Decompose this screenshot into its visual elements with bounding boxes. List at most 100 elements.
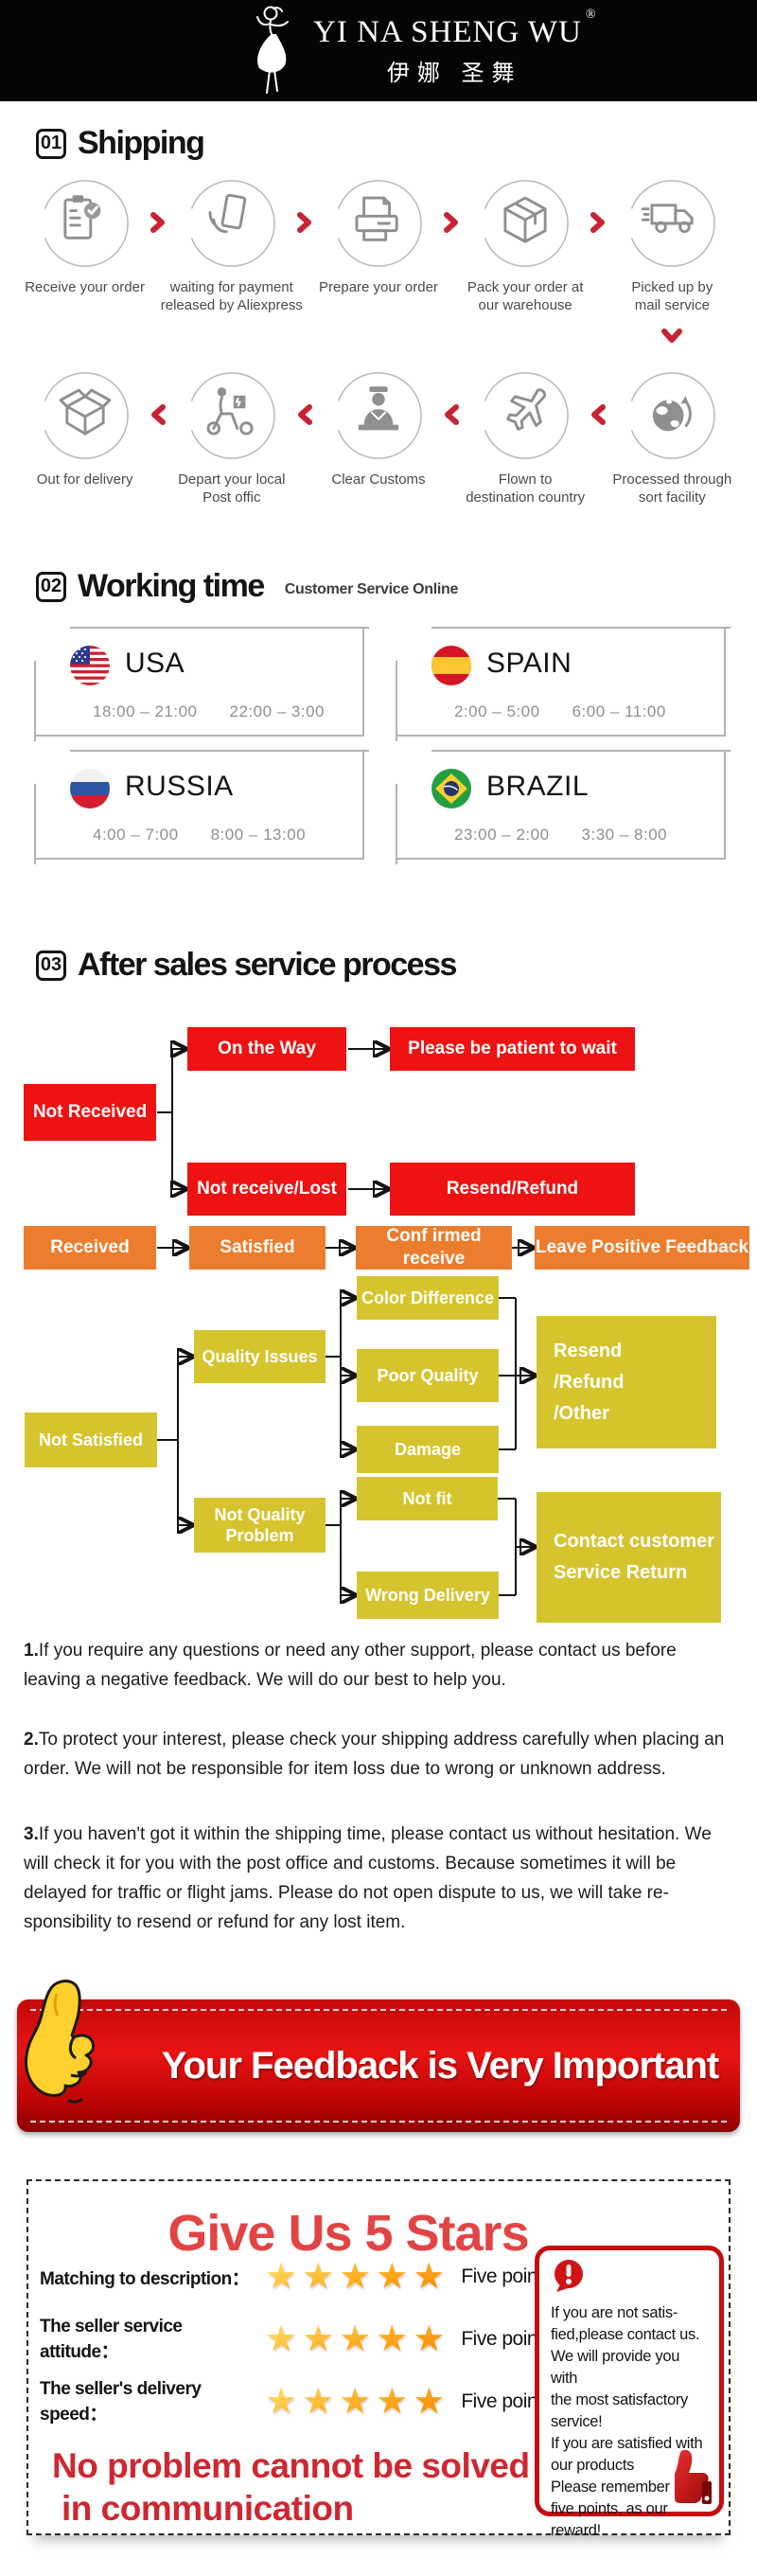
rating-label: The seller service attitude： bbox=[40, 2316, 183, 2362]
arrow-right-icon bbox=[444, 212, 458, 233]
open-box-icon bbox=[44, 372, 129, 459]
country-name: USA bbox=[125, 648, 185, 679]
order-clipboard-icon bbox=[44, 180, 129, 267]
rating-row-description: Matching to description： ★★★★★ Five poin… bbox=[40, 2256, 553, 2298]
shipping-step: Out for delivery bbox=[11, 370, 158, 506]
section-number-badge: 02 bbox=[36, 571, 66, 602]
flow-box-contact-customer: Contact customer Service Return bbox=[537, 1492, 721, 1623]
shipping-steps-row-1: Receive your order waiting for payment r… bbox=[11, 178, 746, 314]
closing-line-1: No problem cannot be solved bbox=[52, 2446, 530, 2485]
arrow-right-icon bbox=[150, 212, 165, 233]
step-label: Flown to destination country bbox=[466, 471, 586, 506]
section-after-sales-header: 03 After sales service process bbox=[36, 947, 457, 984]
flow-box-color-difference: Color Difference bbox=[357, 1276, 499, 1320]
flow-box-on-the-way: On the Way bbox=[187, 1027, 346, 1071]
step-label: Depart your local Post offic bbox=[178, 471, 286, 506]
shipping-step: Flown to destination country bbox=[452, 370, 599, 506]
service-hours: 8:00 – 13:00 bbox=[210, 826, 307, 844]
service-hours: 23:00 – 2:00 bbox=[454, 826, 550, 844]
usa-flag bbox=[70, 646, 110, 685]
step-label: Processed through sort facility bbox=[612, 471, 732, 506]
note-number: 3. bbox=[24, 1824, 39, 1844]
rating-points: Five points bbox=[461, 2328, 553, 2350]
brand-header: YI NA SHENG WU® 伊娜 圣舞 bbox=[0, 0, 757, 101]
step-label: waiting for payment released by Aliexpre… bbox=[160, 279, 303, 313]
five-stars-icon: ★★★★★ bbox=[265, 2382, 450, 2422]
flow-box-please-wait: Please be patient to wait bbox=[390, 1027, 635, 1071]
rating-points: Five points bbox=[461, 2390, 553, 2412]
arrow-left-icon bbox=[151, 404, 166, 425]
section-subtitle: Customer Service Online bbox=[284, 580, 459, 597]
section-number-badge: 01 bbox=[36, 128, 66, 159]
satisfaction-note-box: If you are not satis- fied,please contac… bbox=[535, 2246, 724, 2539]
russia-flag bbox=[70, 769, 110, 808]
service-hours: 3:30 – 8:00 bbox=[581, 826, 668, 844]
five-stars-icon: ★★★★★ bbox=[265, 2319, 450, 2359]
shipping-step: waiting for payment released by Aliexpre… bbox=[158, 178, 305, 314]
flow-box-resend-refund-other: Resend /Refund /Other bbox=[537, 1316, 716, 1448]
shipping-step: Prepare your order bbox=[305, 178, 451, 314]
shipping-step: Processed through sort facility bbox=[599, 370, 746, 506]
note-paragraph-3: 3.If you haven't got it within the shipp… bbox=[24, 1820, 735, 1937]
note-paragraph-1: 1.If you require any questions or need a… bbox=[24, 1636, 735, 1695]
flow-box-received: Received bbox=[24, 1226, 156, 1270]
shipping-step: Depart your local Post offic bbox=[158, 370, 305, 506]
flow-box-leave-feedback: Leave Positive Feedback bbox=[535, 1226, 749, 1270]
section-number-badge: 03 bbox=[36, 950, 66, 981]
customs-officer-icon bbox=[337, 372, 422, 459]
working-time-card-usa: USA 18:00 – 21:00 22:00 – 3:00 bbox=[34, 627, 369, 741]
banner-text: Your Feedback is Very Important bbox=[161, 2044, 719, 2087]
five-stars-icon: ★★★★★ bbox=[265, 2257, 450, 2297]
country-name: SPAIN bbox=[486, 648, 572, 679]
step-label: Out for delivery bbox=[36, 471, 133, 488]
globe-icon bbox=[631, 372, 716, 459]
printer-icon bbox=[337, 180, 422, 267]
rating-points: Five points bbox=[461, 2265, 553, 2287]
brand-name: YI NA SHENG WU® bbox=[313, 8, 595, 50]
shipping-step: Clear Customs bbox=[305, 370, 451, 506]
service-hours: 22:00 – 3:00 bbox=[229, 702, 326, 720]
arrow-right-icon bbox=[297, 212, 311, 233]
note-text: If you haven't got it within the shippin… bbox=[24, 1824, 712, 1932]
arrow-left-icon bbox=[445, 404, 459, 425]
service-hours: 4:00 – 7:00 bbox=[93, 826, 179, 844]
feedback-banner: Your Feedback is Very Important bbox=[17, 1999, 740, 2132]
working-time-card-russia: RUSSIA 4:00 – 7:00 8:00 – 13:00 bbox=[34, 750, 369, 864]
courier-scooter-icon bbox=[190, 372, 275, 459]
rating-row-delivery: The seller's delivery speed： ★★★★★ Five … bbox=[40, 2378, 553, 2425]
country-name: RUSSIA bbox=[125, 771, 234, 802]
step-label: Picked up by mail service bbox=[631, 279, 713, 313]
step-label: Clear Customs bbox=[331, 471, 426, 488]
spain-flag bbox=[431, 646, 471, 685]
flow-box-not-quality-problem: Not Quality Problem bbox=[194, 1498, 326, 1553]
arrow-left-icon bbox=[298, 404, 312, 425]
flow-box-not-fit: Not fit bbox=[357, 1477, 498, 1520]
arrow-left-icon bbox=[591, 404, 606, 425]
note-paragraph-2: 2.To protect your interest, please check… bbox=[24, 1725, 735, 1784]
exclamation-bubble-icon bbox=[555, 2260, 583, 2292]
note-number: 2. bbox=[24, 1730, 39, 1750]
package-box-icon bbox=[484, 180, 570, 267]
service-hours: 18:00 – 21:00 bbox=[93, 702, 198, 720]
flow-box-resend-refund: Resend/Refund bbox=[390, 1163, 635, 1216]
step-label: Receive your order bbox=[25, 279, 145, 295]
flow-box-wrong-delivery: Wrong Delivery bbox=[357, 1572, 499, 1619]
section-title: Shipping bbox=[78, 125, 205, 161]
shipping-step: Picked up by mail service bbox=[599, 178, 746, 314]
service-hours: 6:00 – 11:00 bbox=[572, 702, 666, 720]
flowchart-connectors bbox=[157, 1019, 757, 1685]
shipping-steps-row-2: Out for delivery Depart your local Post … bbox=[11, 370, 746, 506]
brand-name-text: YI NA SHENG WU bbox=[313, 15, 582, 49]
flow-box-not-received: Not Received bbox=[24, 1084, 156, 1141]
section-shipping-header: 01 Shipping bbox=[36, 125, 205, 162]
rating-label: The seller's delivery speed： bbox=[40, 2378, 202, 2425]
dancer-logo-icon bbox=[256, 6, 289, 94]
flow-box-not-receive-lost: Not receive/Lost bbox=[187, 1163, 346, 1216]
airplane-icon bbox=[484, 372, 570, 459]
section-title: Working time bbox=[78, 568, 265, 604]
flow-box-confirmed-receive: Conf irmed receive bbox=[356, 1226, 512, 1270]
flow-box-quality-issues: Quality Issues bbox=[194, 1330, 326, 1383]
satisfaction-note-text: If you are not satis- fied,please contac… bbox=[551, 2304, 703, 2539]
